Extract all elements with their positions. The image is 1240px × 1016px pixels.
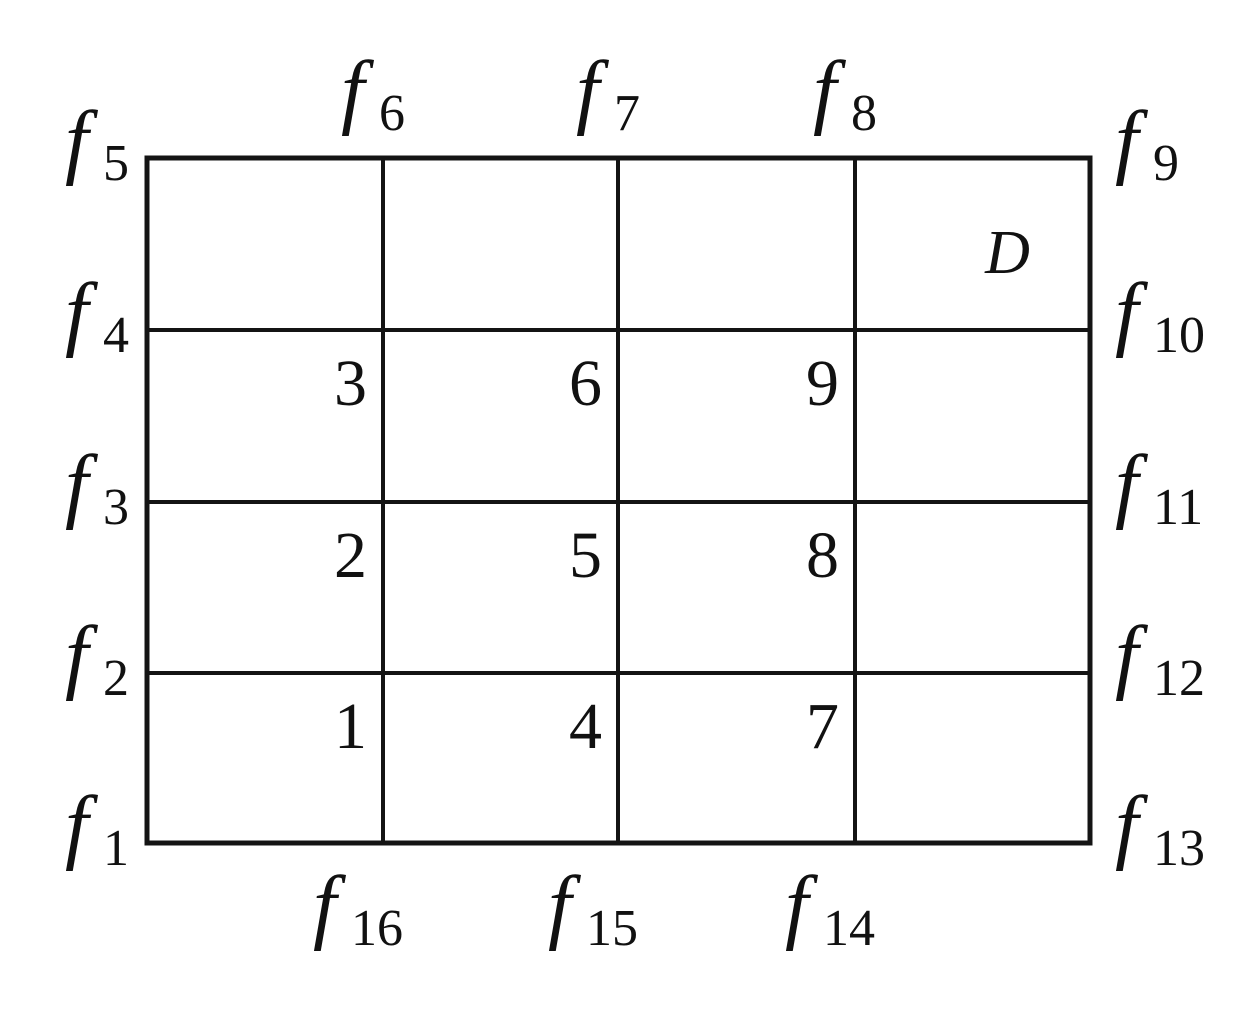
cell-number-2: 2	[334, 519, 367, 592]
boundary-subscript: 15	[586, 900, 638, 957]
cell-number-1: 1	[334, 690, 367, 763]
boundary-subscript: 5	[103, 135, 129, 192]
boundary-subscript: 10	[1153, 307, 1205, 364]
boundary-subscript: 11	[1153, 479, 1203, 536]
boundary-subscript: 3	[103, 479, 129, 536]
boundary-subscript: 1	[103, 820, 129, 877]
cell-labels: 1 2 3 4 5 6 7 8 9 D	[334, 219, 1030, 763]
cell-number-6: 6	[569, 347, 602, 420]
cell-number-9: 9	[806, 347, 839, 420]
boundary-subscript: 8	[851, 85, 877, 142]
boundary-subscript: 9	[1153, 135, 1179, 192]
cell-number-5: 5	[569, 519, 602, 592]
boundary-subscript: 2	[103, 650, 129, 707]
grid-lines	[144, 155, 1093, 846]
cell-label-d: D	[984, 219, 1030, 287]
boundary-subscript: 7	[614, 85, 640, 142]
cell-number-8: 8	[806, 519, 839, 592]
boundary-subscript: 6	[379, 85, 405, 142]
boundary-subscript: 12	[1153, 650, 1205, 707]
boundary-subscript: 16	[351, 900, 403, 957]
cell-number-3: 3	[334, 347, 367, 420]
boundary-subscript: 13	[1153, 820, 1205, 877]
boundary-subscript: 14	[823, 900, 875, 957]
cell-number-4: 4	[569, 690, 602, 763]
boundary-subscript: 4	[103, 307, 129, 364]
cell-number-7: 7	[806, 690, 839, 763]
